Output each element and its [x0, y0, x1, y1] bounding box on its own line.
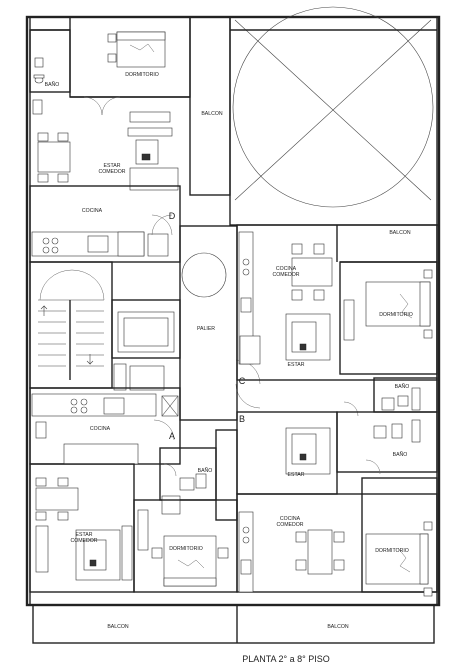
middle-bathroom	[159, 429, 238, 521]
label-estar-top: ESTAR	[104, 163, 121, 169]
label-balcon-right: BALCON	[389, 230, 411, 236]
marker-d: D	[169, 211, 176, 221]
label-dormitorio-bottom-right: DORMITORIO	[375, 548, 409, 554]
label-bano-top-left: BAÑO	[45, 81, 60, 88]
label-balcon-top: BALCON	[201, 111, 223, 117]
top-left-unit	[29, 16, 191, 263]
label-dormitorio-top: DORMITORIO	[125, 72, 159, 78]
label-balcon-bottom-left: BALCON	[107, 624, 129, 630]
label-estar-right-top: ESTAR	[288, 362, 305, 368]
label-dormitorio-right-top: DORMITORIO	[379, 312, 413, 318]
label-bano-right-top: BAÑO	[395, 383, 410, 390]
label-cocina-comedor-top-1: COCINA	[276, 266, 297, 272]
room-labels: BAÑO DORMITORIO BALCON ESTAR COMEDOR COC…	[45, 72, 413, 630]
plan-title: PLANTA 2° a 8° PISO	[242, 654, 330, 664]
label-palier: PALIER	[197, 326, 215, 332]
label-comedor-top: COMEDOR	[98, 169, 125, 175]
marker-a: A	[169, 431, 175, 441]
label-cocina-bottom: COCINA	[90, 426, 111, 432]
label-cocina-top: COCINA	[82, 208, 103, 214]
bottom-right-unit	[236, 477, 438, 597]
label-dormitorio-bottom-left: DORMITORIO	[169, 546, 203, 552]
label-cocina-comedor-bottom-2: COMEDOR	[276, 522, 303, 528]
marker-c: C	[239, 376, 246, 386]
top-balcony	[189, 6, 440, 226]
marker-b: B	[239, 414, 245, 424]
label-estar-right-bottom: ESTAR	[288, 472, 305, 478]
bottom-left-unit	[29, 463, 238, 593]
label-cocina-comedor-top-2: COMEDOR	[272, 272, 299, 278]
label-estar-bottom: ESTAR	[76, 532, 93, 538]
label-comedor-bottom: COMEDOR	[70, 538, 97, 544]
label-bano-right-bottom: BAÑO	[393, 451, 408, 458]
right-middle-unit	[236, 411, 438, 495]
right-top-unit	[236, 224, 438, 417]
door-markers: A B C D	[169, 211, 246, 441]
middle-left-unit	[29, 387, 181, 465]
label-bano-middle: BAÑO	[198, 467, 213, 474]
label-cocina-comedor-bottom-1: COCINA	[280, 516, 301, 522]
label-balcon-bottom-right: BALCON	[327, 624, 349, 630]
